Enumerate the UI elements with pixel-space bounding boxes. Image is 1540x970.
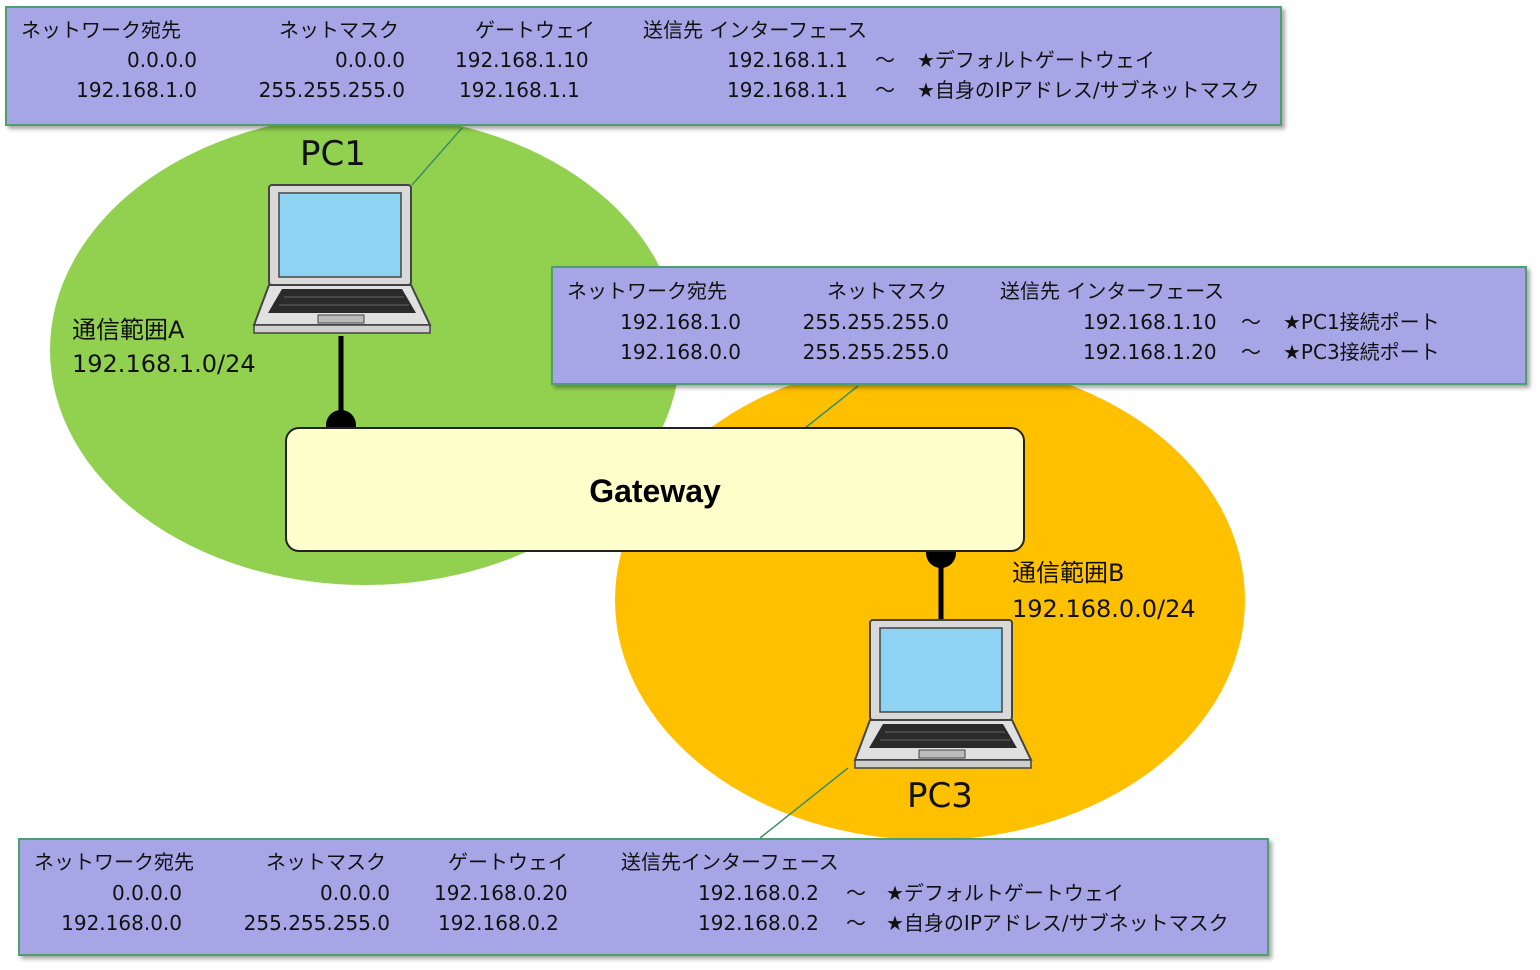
pc3-header-destination: ネットワーク宛先 — [34, 850, 194, 874]
pc1-row2-gateway: 192.168.1.1 — [459, 78, 580, 102]
pc3-row2-note: ★自身のIPアドレス/サブネットマスク — [886, 911, 1229, 935]
pc1-row1-note: ★デフォルトゲートウェイ — [917, 48, 1155, 72]
pc3-row2-interface: 192.168.0.2 — [698, 911, 819, 935]
pc3-header-gateway: ゲートウェイ — [448, 850, 568, 874]
pc1-header-destination: ネットワーク宛先 — [21, 18, 181, 42]
pc3-row1-netmask: 0.0.0.0 — [320, 881, 390, 905]
pc3-label: PC3 — [907, 776, 973, 816]
gw-header-destination: ネットワーク宛先 — [567, 279, 727, 303]
pc1-row2-tilde: 〜 — [875, 78, 895, 102]
pc1-row2-netmask: 255.255.255.0 — [258, 78, 405, 102]
pc3-row1-gateway: 192.168.0.20 — [434, 881, 568, 905]
pc1-header-gateway: ゲートウェイ — [475, 18, 595, 42]
pc3-laptop-icon — [853, 619, 1033, 769]
gw-row1-interface: 192.168.1.10 — [1083, 310, 1217, 334]
pc1-row2-interface: 192.168.1.1 — [727, 78, 848, 102]
gw-row2-tilde: 〜 — [1241, 340, 1261, 364]
range-a-network: 192.168.1.0/24 — [72, 350, 256, 378]
pc1-label: PC1 — [300, 134, 366, 174]
gateway-routing-table: ネットワーク宛先 ネットマスク 送信先 インターフェース 192.168.1.0… — [551, 266, 1527, 385]
range-b-network: 192.168.0.0/24 — [1012, 595, 1196, 623]
pc3-callout-line — [759, 767, 849, 839]
gw-header-netmask: ネットマスク — [827, 279, 947, 303]
gw-header-interface: 送信先 インターフェース — [1000, 279, 1225, 303]
pc1-header-interface: 送信先 インターフェース — [643, 18, 868, 42]
pc3-row2-destination: 192.168.0.0 — [61, 911, 182, 935]
pc1-row1-interface: 192.168.1.1 — [727, 48, 848, 72]
pc3-row2-netmask: 255.255.255.0 — [243, 911, 390, 935]
pc1-laptop-icon — [252, 184, 432, 334]
pc3-row1-destination: 0.0.0.0 — [112, 881, 182, 905]
gw-row1-note: ★PC1接続ポート — [1283, 310, 1440, 334]
gateway-label: Gateway — [589, 473, 721, 509]
pc1-callout-line — [411, 127, 463, 186]
pc3-row1-tilde: 〜 — [846, 881, 866, 905]
gateway-box: Gateway — [285, 427, 1025, 552]
pc3-routing-table: ネットワーク宛先 ネットマスク ゲートウェイ 送信先インターフェース 0.0.0… — [18, 838, 1269, 956]
pc3-row2-tilde: 〜 — [846, 911, 866, 935]
gw-row2-destination: 192.168.0.0 — [620, 340, 741, 364]
pc3-header-interface: 送信先インターフェース — [621, 850, 839, 874]
gateway-callout-line — [799, 385, 859, 433]
pc1-header-netmask: ネットマスク — [279, 18, 399, 42]
pc3-header-netmask: ネットマスク — [266, 850, 386, 874]
pc3-row1-interface: 192.168.0.2 — [698, 881, 819, 905]
pc1-row2-destination: 192.168.1.0 — [76, 78, 197, 102]
gw-row1-destination: 192.168.1.0 — [620, 310, 741, 334]
pc1-row1-netmask: 0.0.0.0 — [335, 48, 405, 72]
range-a-name: 通信範囲A — [72, 316, 185, 344]
range-b-name: 通信範囲B — [1012, 559, 1125, 587]
pc1-row1-gateway: 192.168.1.10 — [455, 48, 589, 72]
pc1-row2-note: ★自身のIPアドレス/サブネットマスク — [917, 78, 1260, 102]
pc1-routing-table: ネットワーク宛先 ネットマスク ゲートウェイ 送信先 インターフェース 0.0.… — [5, 6, 1282, 126]
gw-row2-note: ★PC3接続ポート — [1283, 340, 1440, 364]
gw-row1-netmask: 255.255.255.0 — [802, 310, 949, 334]
pc1-row1-destination: 0.0.0.0 — [127, 48, 197, 72]
pc3-row1-note: ★デフォルトゲートウェイ — [886, 881, 1124, 905]
pc3-row2-gateway: 192.168.0.2 — [438, 911, 559, 935]
gw-row2-netmask: 255.255.255.0 — [802, 340, 949, 364]
gw-row1-tilde: 〜 — [1241, 310, 1261, 334]
gw-row2-interface: 192.168.1.20 — [1083, 340, 1217, 364]
pc1-row1-tilde: 〜 — [875, 48, 895, 72]
